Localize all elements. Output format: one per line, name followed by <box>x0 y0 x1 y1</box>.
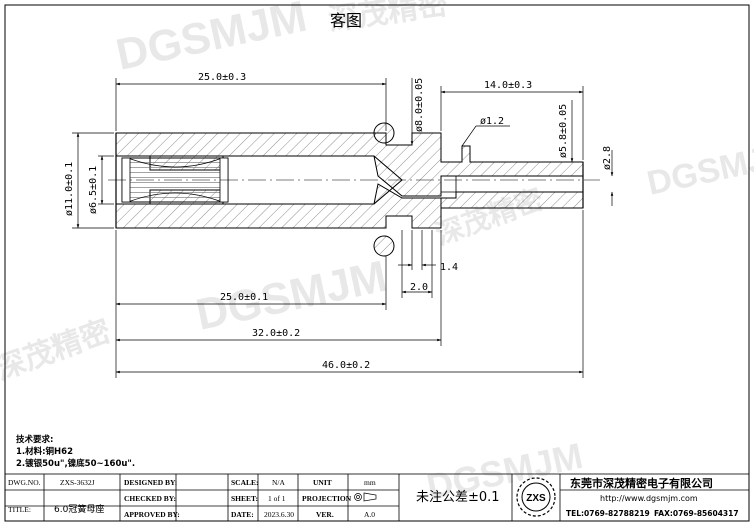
ver-label: VER. <box>316 510 334 519</box>
title-block <box>4 473 750 522</box>
unit-value: mm <box>364 478 376 487</box>
dim-overall: 46.0±0.2 <box>322 360 370 371</box>
company-tel: TEL:0769-82788219 <box>566 509 650 518</box>
dim-body-length: 25.0±0.3 <box>198 72 246 83</box>
dim-groove-width: 1.4 <box>440 262 458 273</box>
notes-heading: 技术要求: <box>16 434 53 445</box>
ver-value: A.0 <box>364 510 375 519</box>
checked-by-label: CHECKED BY: <box>124 494 176 503</box>
dim-bore-depth: 25.0±0.1 <box>220 292 268 303</box>
scale-value: N/A <box>272 478 286 487</box>
company-fax: FAX:0769-85604317 <box>654 509 739 518</box>
logo-text: ZXS <box>526 493 546 504</box>
company-logo: ZXS <box>516 477 556 517</box>
dim-tip-length: 14.0±0.3 <box>484 80 532 91</box>
title-block-text: DWG.NO. ZXS-3632J TITLE: 6.0冠簧母座 DESIGNE… <box>8 476 739 519</box>
part-section-view <box>108 122 600 257</box>
title-value: 6.0冠簧母座 <box>54 503 104 515</box>
projection-symbol-icon <box>354 492 377 502</box>
sheet-label: SHEET: <box>231 494 258 503</box>
dim-inner-dia: ø6.5±0.1 <box>88 166 99 214</box>
dim-groove-dia: ø8.0±0.05 <box>414 78 425 132</box>
oring-top <box>373 122 395 144</box>
watermark-text: DGSMJM <box>644 135 754 203</box>
title-label: TITLE: <box>8 505 31 514</box>
general-tolerance: 未注公差±0.1 <box>416 490 500 505</box>
dwg-no-label: DWG.NO. <box>8 478 41 487</box>
notes-line-1: 1.材料:铜H62 <box>16 446 73 457</box>
oring-bottom <box>373 235 395 257</box>
sheet-value: 1 of 1 <box>268 494 286 503</box>
dimensions <box>72 78 614 378</box>
dim-tip-bore: ø2.8 <box>602 146 613 170</box>
scale-label: SCALE: <box>231 478 259 487</box>
notes-line-2: 2.镀银50u",镍底50~160u". <box>16 458 135 469</box>
approved-by-label: APPROVED BY: <box>124 510 180 519</box>
dim-to-tip: 32.0±0.2 <box>252 328 300 339</box>
watermark-text-cn: 深茂精密 <box>0 314 115 387</box>
watermark-text: DGSMJM <box>112 0 311 80</box>
dim-groove-pos: 2.0 <box>410 282 428 293</box>
dim-hole: ø1.2 <box>480 116 504 127</box>
company-web: http://www.dgsmjm.com <box>600 494 698 503</box>
company-name: 东莞市深茂精密电子有限公司 <box>570 476 713 490</box>
dimension-labels: 25.0±0.3 14.0±0.3 ø8.0±0.05 ø1.2 ø5.8±0.… <box>64 72 613 371</box>
dim-outer-dia: ø11.0±0.1 <box>64 162 75 216</box>
projection-label: PROJECTION <box>302 494 352 503</box>
dwg-no-value: ZXS-3632J <box>60 478 95 487</box>
unit-label: UNIT <box>313 478 332 487</box>
date-value: 2023.6.30 <box>264 510 294 519</box>
dim-tip-dia: ø5.8±0.05 <box>558 104 569 158</box>
technical-notes: 技术要求: 1.材料:铜H62 2.镀银50u",镍底50~160u". <box>16 434 135 469</box>
designed-by-label: DESIGNED BY: <box>124 478 177 487</box>
watermark: DGSMJM DGSMJM DGSMJM DGSMJM 深茂精密 深茂精密 深茂… <box>0 0 754 508</box>
page-title: 客图 <box>330 11 362 30</box>
date-label: DATE: <box>231 510 254 519</box>
